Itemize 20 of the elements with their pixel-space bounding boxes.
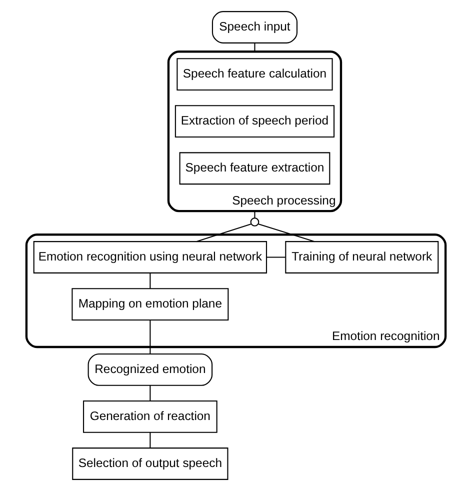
connector	[254, 42, 256, 52]
node-box: Emotion recognition using neural network	[33, 241, 268, 274]
connector	[258, 223, 315, 242]
node-box: Selection of output speech	[72, 448, 228, 480]
node-box: Recognized emotion	[88, 353, 213, 386]
node-box: Generation of reaction	[83, 400, 218, 433]
connector	[266, 256, 286, 258]
node-box: Speech input	[212, 11, 298, 44]
node-box: Training of neural network	[285, 241, 439, 274]
connector	[196, 223, 252, 242]
node-box: Mapping on emotion plane	[72, 288, 229, 321]
node-box: Extraction of speech period	[174, 105, 335, 138]
node-box: Speech feature calculation	[176, 58, 333, 90]
connector	[150, 320, 151, 354]
connector	[150, 432, 151, 448]
connector	[254, 211, 256, 218]
node-box: Speech feature extraction	[179, 152, 330, 185]
node-switch	[250, 218, 260, 226]
connector	[150, 385, 151, 401]
connector	[150, 272, 151, 288]
